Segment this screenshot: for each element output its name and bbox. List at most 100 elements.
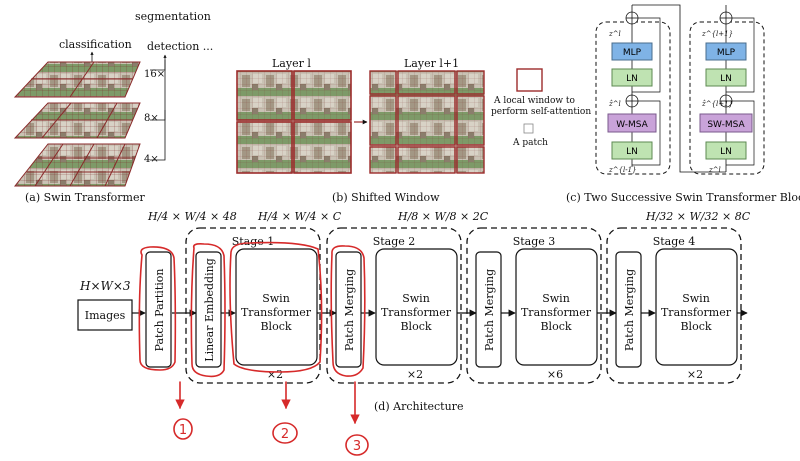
patch-merging-label: Patch Merging <box>483 269 496 351</box>
legend-window-swatch <box>516 68 543 92</box>
patch-partition-box <box>145 251 172 368</box>
z-out-label: z^l <box>608 30 621 38</box>
dim-stage1: H/4 × W/4 × C <box>257 210 342 223</box>
swin-block-label: Swin <box>542 292 570 305</box>
block-connector <box>632 4 726 173</box>
stage-1-frame <box>185 227 321 384</box>
patch-merging-label: Patch Merging <box>623 269 636 351</box>
circle-linear-embedding <box>190 243 226 378</box>
ring-annotation-1 <box>173 418 193 440</box>
annotation-mark-1: 1 <box>179 423 187 438</box>
annotation-mark-2: 2 <box>281 427 289 442</box>
layer-l-title: Layer l <box>272 57 311 70</box>
ln-box <box>611 141 653 160</box>
stage-2-title: Stage 2 <box>373 235 416 248</box>
ring-annotation-2 <box>272 422 298 444</box>
stage-4-frame <box>606 227 742 384</box>
swin-block-label: Swin <box>682 292 710 305</box>
ln-box <box>611 68 653 87</box>
feature-map-4x <box>13 143 141 187</box>
caption-d: (d) Architecture <box>374 400 463 413</box>
annotation-mark-3: 3 <box>353 439 361 454</box>
patch-partition-label: Patch Partition <box>153 269 166 352</box>
ln-label: LN <box>720 74 732 84</box>
swin-block-1: MLP LN W-MSA LN z^l ẑ^l z^{l-1} <box>595 5 671 175</box>
patch-merging-label: Patch Merging <box>343 269 356 351</box>
z-mid-label: ẑ^l <box>608 100 621 108</box>
ring-annotation-3 <box>345 434 369 456</box>
circle-swin-block <box>229 241 323 373</box>
mlp-box <box>611 42 653 61</box>
det-arrow-16 <box>150 54 167 71</box>
det-arrow-4 <box>150 110 166 161</box>
layer-l1-title: Layer l+1 <box>404 57 459 70</box>
swin-block-label: Block <box>680 320 711 333</box>
legend-window-line2: perform self-attention <box>491 107 591 117</box>
layer-l-grid <box>236 70 352 174</box>
wmsa-label: W-MSA <box>616 120 648 130</box>
swin-transformer-block-2 <box>375 248 458 366</box>
swmsa-box <box>699 113 753 133</box>
images-label: Images <box>85 309 126 322</box>
label-classification: classification <box>59 38 132 51</box>
swin-block-label: Swin <box>402 292 430 305</box>
input-dims: H×W×3 <box>79 279 131 293</box>
patch-merging-box <box>335 251 362 368</box>
dim-after-partition: H/4 × W/4 × 48 <box>147 210 237 223</box>
stage-1-title: Stage 1 <box>232 235 275 248</box>
z-in-label: z^l <box>708 166 721 174</box>
swin-block-label: Transformer <box>241 306 312 319</box>
dim-stage4: H/32 × W/32 × 8C <box>645 210 751 223</box>
caption-b: (b) Shifted Window <box>332 191 440 204</box>
ln-label: LN <box>626 147 638 157</box>
stage-2-repeat: ×2 <box>407 368 423 381</box>
swin-transformer-block-3 <box>515 248 598 366</box>
stage-4-title: Stage 4 <box>653 235 696 248</box>
linear-embedding-box <box>195 251 222 368</box>
patch-merging-box <box>615 251 642 368</box>
stage-2-frame <box>326 227 462 384</box>
label-detection: detection ... <box>147 40 213 53</box>
legend-patch: A patch <box>512 138 548 148</box>
swin-block-label: Transformer <box>521 306 592 319</box>
panel-d-architecture: H/4 × W/4 × 48 H/4 × W/4 × C H/8 × W/8 ×… <box>77 210 751 413</box>
annotation-numbers: 1 2 3 <box>179 423 361 454</box>
wmsa-box <box>607 113 657 133</box>
circle-patch-partition <box>138 246 177 371</box>
ln-label: LN <box>626 74 638 84</box>
swin-block-label: Block <box>540 320 571 333</box>
linear-embedding-label: Linear Embedding <box>203 258 216 361</box>
patch-merging-box <box>475 251 502 368</box>
ln-box <box>705 141 747 160</box>
caption-a: (a) Swin Transformer <box>25 191 145 204</box>
mlp-box <box>705 42 747 61</box>
stage-3-frame <box>466 227 602 384</box>
panel-a-swin-transformer: classification segmentation detection ..… <box>13 10 213 204</box>
stage-3-repeat: ×6 <box>547 368 563 381</box>
mlp-label: MLP <box>717 48 736 58</box>
feature-map-8x <box>13 102 141 139</box>
handwritten-annotations <box>138 241 369 456</box>
swin-block-label: Transformer <box>661 306 732 319</box>
panel-c-successive-blocks: MLP LN W-MSA LN z^l ẑ^l z^{l-1} MLP LN <box>566 4 800 204</box>
swin-block-label: Block <box>260 320 291 333</box>
stage-4-repeat: ×2 <box>687 368 703 381</box>
caption-c: (c) Two Successive Swin Transformer Bloc… <box>566 191 800 204</box>
stage-3-title: Stage 3 <box>513 235 556 248</box>
swin-block-2: MLP LN SW-MSA LN z^{l+1} ẑ^{l+1} z^l <box>689 5 765 175</box>
label-segmentation: segmentation <box>135 10 211 23</box>
legend-window-line1: A local window to <box>493 96 575 106</box>
scale-8x: 8× <box>144 113 159 124</box>
mlp-label: MLP <box>623 48 642 58</box>
z-mid-label: ẑ^{l+1} <box>701 100 733 108</box>
swin-transformer-block-1 <box>235 248 318 366</box>
dim-stage2: H/8 × W/8 × 2C <box>397 210 489 223</box>
scale-16x: 16× <box>144 69 165 80</box>
swmsa-label: SW-MSA <box>707 120 745 130</box>
ln-label: LN <box>720 147 732 157</box>
circle-patch-merging <box>330 245 366 377</box>
legend-patch-swatch <box>523 123 534 134</box>
swin-transformer-block-4 <box>655 248 738 366</box>
z-in-label: z^{l-1} <box>608 166 637 174</box>
